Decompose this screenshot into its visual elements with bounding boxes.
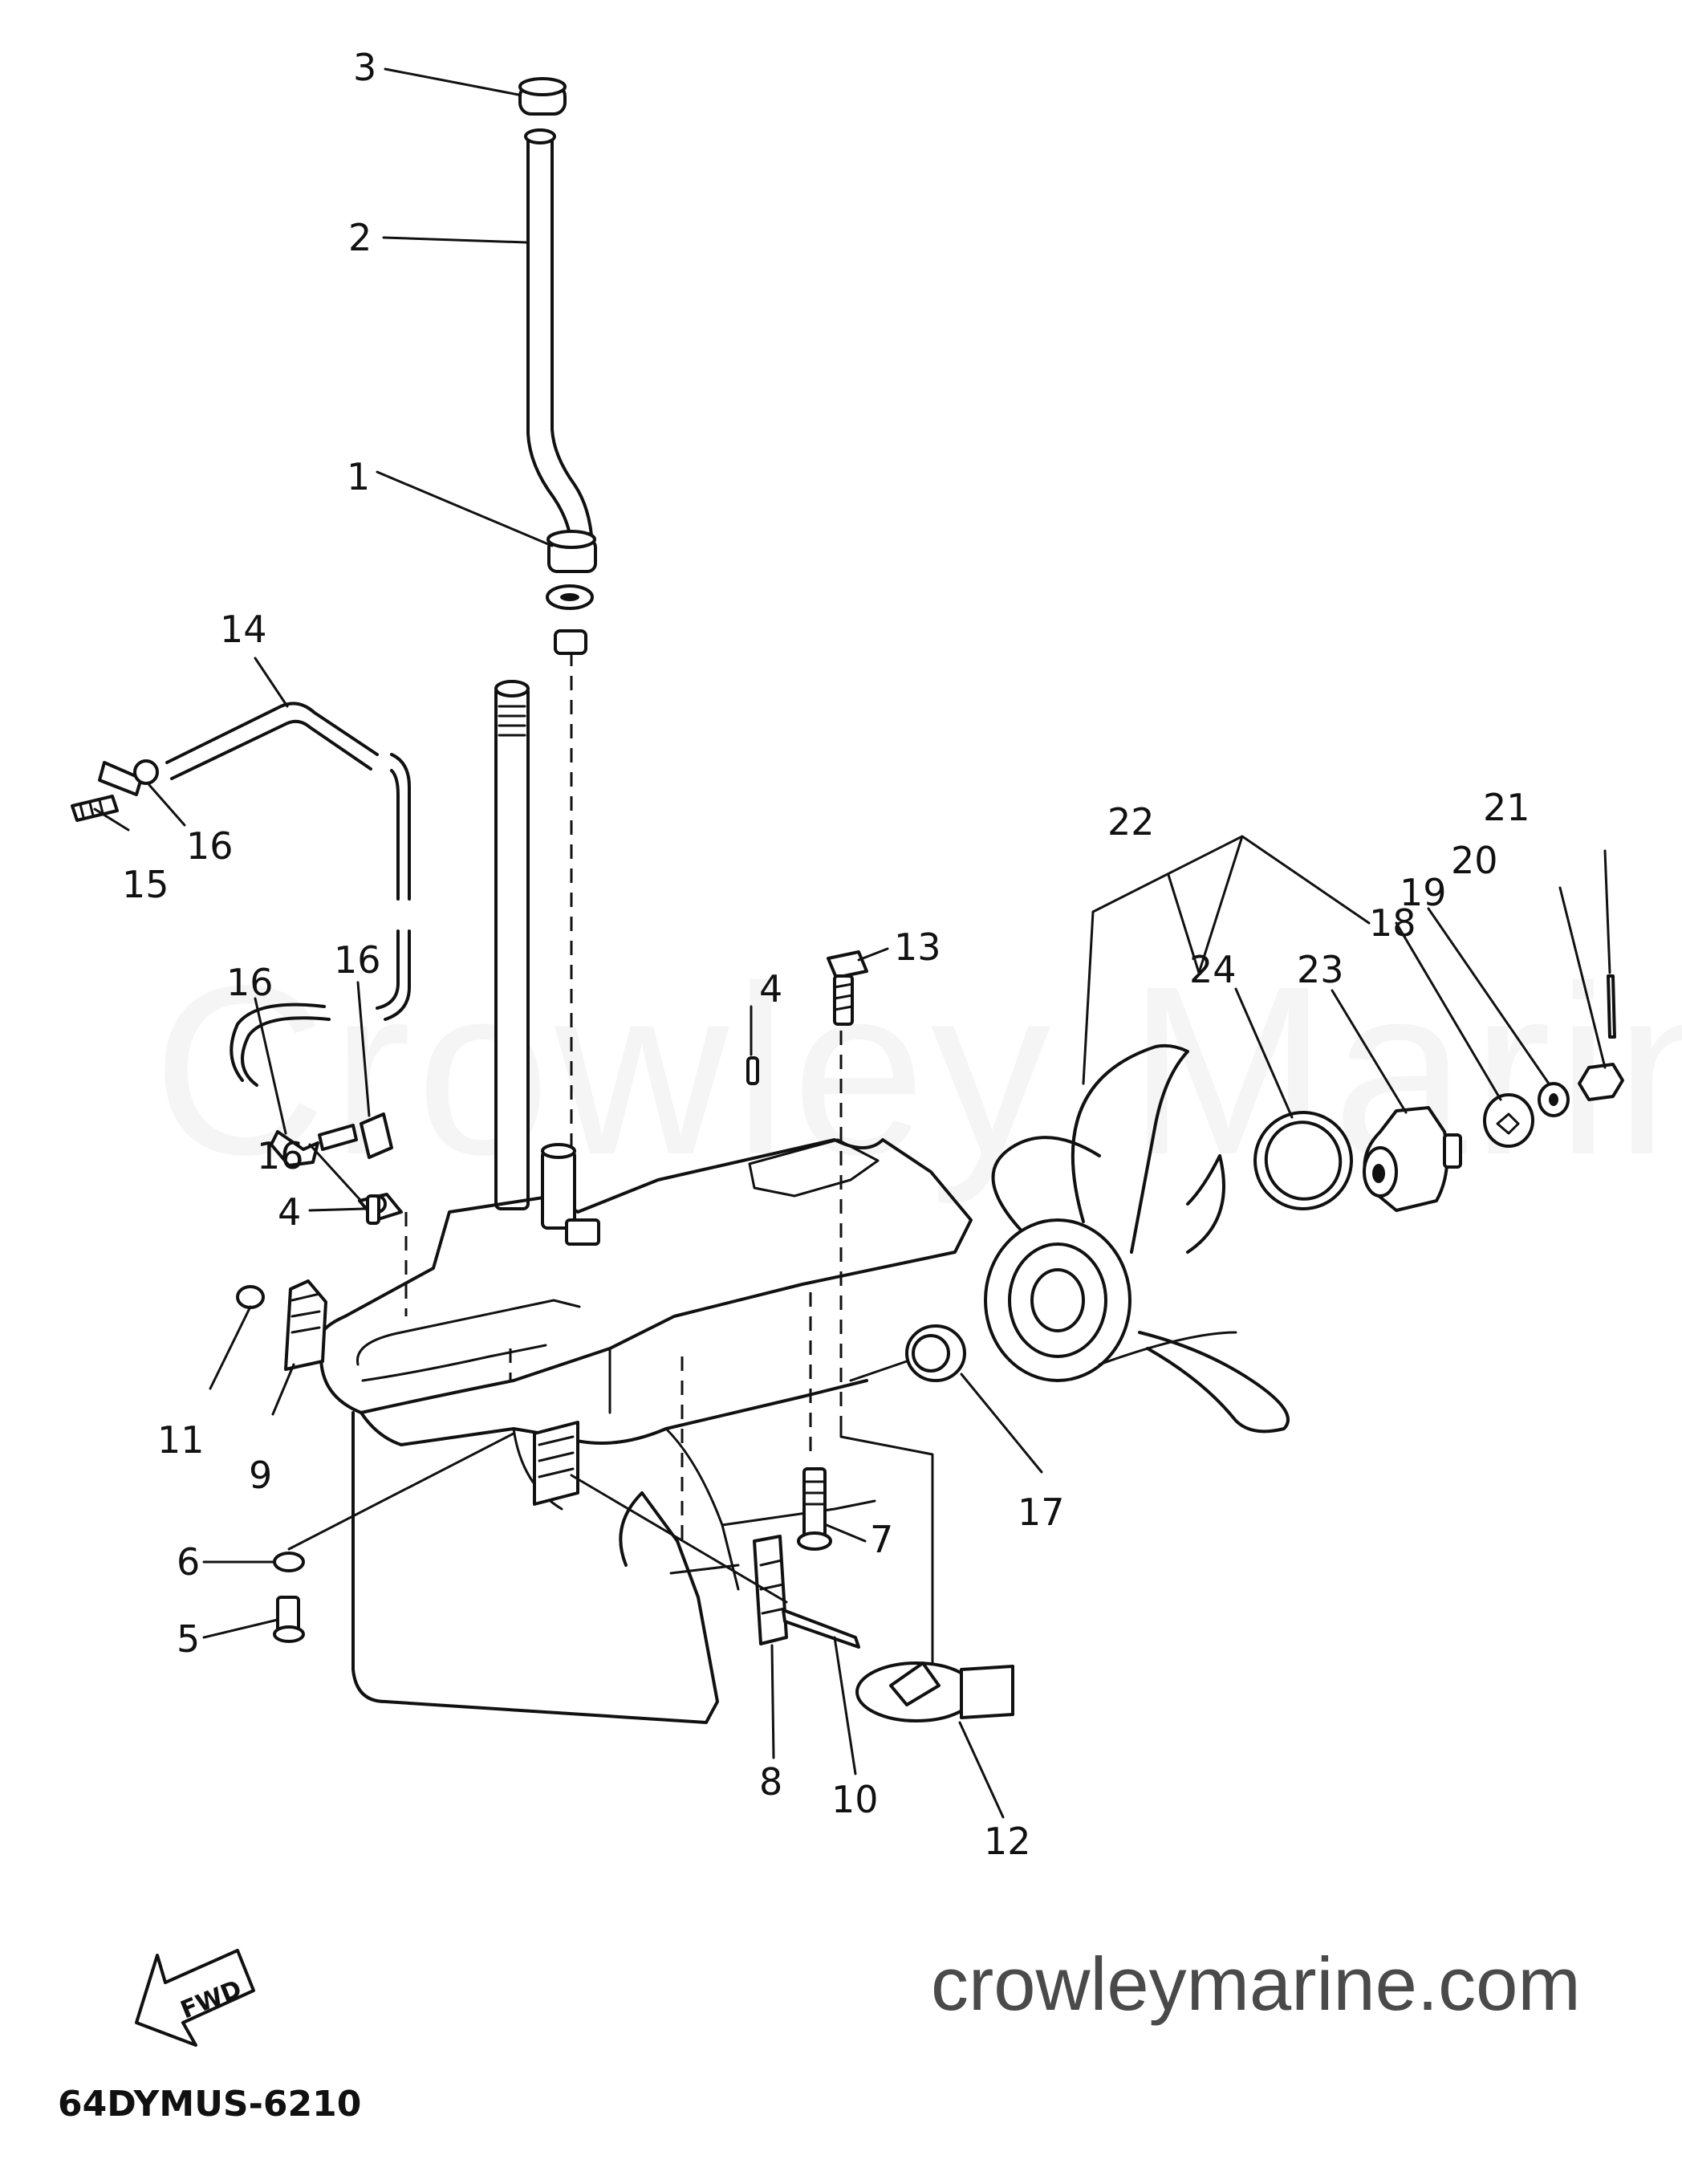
site-url: crowleymarine.com <box>931 1942 1581 2026</box>
drive-shaft <box>494 652 573 1210</box>
callout-19: 19 <box>1400 871 1447 914</box>
hose-14 <box>165 702 411 1087</box>
callout-9: 9 <box>249 1454 272 1497</box>
callout-16d: 16 <box>257 1134 304 1177</box>
callout-7: 7 <box>870 1518 893 1561</box>
anode-8 <box>570 1474 860 1649</box>
callout-8: 8 <box>759 1760 782 1804</box>
leader-lines <box>93 67 1611 1819</box>
callout-10: 10 <box>831 1778 879 1821</box>
callouts: 3 2 1 14 16 15 16 16 16 4 4 13 22 21 20 … <box>122 46 1530 1863</box>
callout-4a: 4 <box>759 967 782 1011</box>
callout-23: 23 <box>1297 948 1344 991</box>
callout-24: 24 <box>1189 948 1237 991</box>
callout-6: 6 <box>177 1540 200 1584</box>
hub-hardware <box>1483 974 1624 1148</box>
housing-details <box>236 1056 759 1506</box>
trim-tab-12 <box>855 1661 1014 1722</box>
bolts-5-6 <box>273 1432 515 1643</box>
clamps <box>71 759 408 1316</box>
callout-1: 1 <box>347 455 370 498</box>
callout-18: 18 <box>1369 901 1416 945</box>
callout-22: 22 <box>1107 800 1155 844</box>
callout-16b: 16 <box>226 961 274 1004</box>
bracket-22-b <box>1167 873 1201 974</box>
bolt-7 <box>797 1467 832 1551</box>
spacer-23 <box>1363 1106 1462 1212</box>
seal-17 <box>849 1324 966 1382</box>
callout-3: 3 <box>353 46 376 89</box>
callout-4b: 4 <box>278 1190 301 1234</box>
callout-14: 14 <box>220 608 267 651</box>
drawing-number: 64DYMUS-6210 <box>58 2084 362 2125</box>
callout-16a: 16 <box>186 824 234 868</box>
callout-15: 15 <box>122 863 169 906</box>
fwd-arrow: FWD <box>135 1949 255 2047</box>
callout-17: 17 <box>1018 1491 1065 1534</box>
callout-21: 21 <box>1483 786 1530 829</box>
lower-unit-housing <box>315 1138 973 1724</box>
water-tube <box>518 77 597 655</box>
callout-12: 12 <box>984 1820 1031 1863</box>
callout-2: 2 <box>348 216 372 259</box>
bolt-13 <box>827 950 934 1679</box>
callout-13: 13 <box>894 925 941 969</box>
callout-20: 20 <box>1451 839 1498 882</box>
ring-24 <box>1253 1111 1353 1210</box>
callout-16c: 16 <box>334 938 381 982</box>
propeller-22 <box>984 1043 1290 1434</box>
callout-5: 5 <box>177 1617 200 1661</box>
callout-11: 11 <box>157 1418 205 1462</box>
